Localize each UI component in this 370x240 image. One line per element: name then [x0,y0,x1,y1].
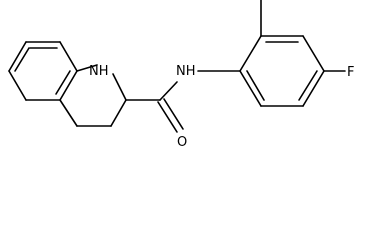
amide-group [125,70,241,133]
ring-nh-label: NH [89,64,109,79]
fluorine-label: F [347,65,354,80]
oxygen-label: O [177,135,187,150]
molecule-drawing: NH NH O F [8,0,354,150]
benzo-ring [8,41,78,101]
amide-nh-label: NH [176,64,196,79]
tetrahydro-ring [59,64,127,127]
structure-canvas: NH NH O F [8,0,355,150]
aryl-ring [239,0,346,107]
